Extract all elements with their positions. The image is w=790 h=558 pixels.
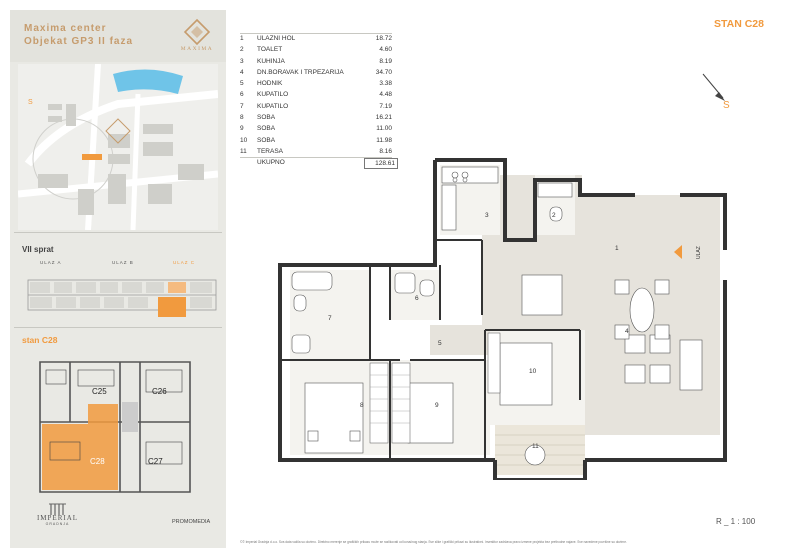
- entry-c-label: ULAZ C: [173, 260, 196, 265]
- room-label-9: 9: [435, 402, 439, 409]
- room-name: HODNIK: [257, 80, 283, 88]
- divider: [14, 232, 222, 233]
- project-title: Maxima center Objekat GP3 II faza: [24, 22, 133, 48]
- room-name: KUPATILO: [257, 102, 289, 110]
- room-label-4: 4: [625, 328, 629, 335]
- imperial-wordmark: IMPERIAL GRADNJA: [30, 514, 85, 526]
- compass-icon: [702, 73, 725, 101]
- floor-plan: 1 2 3 4 5 6 7 8 9 10 11 ULAZ: [278, 158, 727, 480]
- project-title-line2: Objekat GP3 II faza: [24, 36, 134, 47]
- room-area: 34.70: [375, 68, 392, 76]
- room-label-3: 3: [485, 212, 489, 219]
- room-name: TERASA: [257, 147, 284, 155]
- entry-label: ULAZ: [696, 246, 702, 259]
- room-name: KUHINJA: [257, 57, 285, 65]
- room-area: 7.19: [379, 102, 392, 110]
- unit-c26-label: C26: [152, 387, 167, 396]
- room-number: 9: [240, 125, 244, 133]
- unit-c27-label: C27: [148, 457, 163, 466]
- room-number: 3: [240, 57, 244, 65]
- room-name: TOALET: [257, 46, 283, 54]
- room-area: 16.21: [375, 114, 392, 122]
- room-area: 3.38: [379, 80, 392, 88]
- unit-minimap: C25 C26 C28 C27: [39, 361, 191, 493]
- room-name: SOBA: [257, 114, 276, 122]
- total-label: UKUPNO: [257, 159, 285, 167]
- logo-wordmark: MAXIMA: [180, 46, 214, 52]
- imperial-logo-icon: [49, 503, 66, 515]
- compass-south-label: S: [723, 100, 730, 111]
- location-map: S: [18, 64, 218, 230]
- room-number: 7: [240, 102, 244, 110]
- entry-a-label: ULAZ A: [40, 260, 62, 265]
- entry-b-label: ULAZ B: [112, 260, 134, 265]
- divider: [14, 327, 222, 328]
- room-number: 4: [240, 68, 244, 76]
- room-area: 4.48: [379, 91, 392, 99]
- room-name: KUPATILO: [257, 91, 289, 99]
- building-marker: [82, 154, 102, 160]
- promomedia-label: PROMOMEDIA: [172, 519, 211, 525]
- room-area: 11.00: [376, 125, 392, 133]
- room-number: 1: [240, 35, 244, 42]
- room-label-6: 6: [415, 295, 419, 302]
- room-area: 11.98: [376, 136, 392, 144]
- room-number: 2: [240, 46, 244, 54]
- floor-label: VII sprat: [22, 245, 54, 254]
- room-name: SOBA: [257, 125, 276, 133]
- room-label-7: 7: [328, 315, 332, 322]
- room-name: SOBA: [257, 136, 276, 144]
- imperial-sub: GRADNJA: [45, 522, 70, 526]
- floor-keyplan: [27, 279, 217, 317]
- room-label-10: 10: [529, 368, 537, 375]
- room-number: 5: [240, 80, 244, 88]
- map-orientation-label: S: [28, 99, 33, 106]
- unit-c25-label: C25: [92, 387, 107, 396]
- room-name: ULAZNI HOL: [257, 35, 296, 42]
- scale-label: R _ 1 : 100: [716, 517, 756, 526]
- river-shape: [113, 69, 183, 94]
- disclaimer-footer: ©© Imperial Gradnja d.o.o. Sva data važi…: [240, 540, 627, 544]
- room-label-8: 8: [360, 402, 364, 409]
- unit-c28-label: C28: [90, 457, 105, 466]
- room-label-11: 11: [532, 443, 539, 450]
- room-number: 6: [240, 91, 244, 99]
- room-label-2: 2: [552, 212, 556, 219]
- room-number: 11: [240, 147, 247, 155]
- unit-label: stan C28: [22, 335, 58, 345]
- unit-highlight: [158, 297, 186, 317]
- entry-arrow-icon: [674, 245, 682, 259]
- room-name: DN.BORAVAK I TRPEZARIJA: [257, 68, 344, 76]
- room-number: 10: [240, 136, 248, 144]
- room-area: 8.19: [379, 57, 392, 65]
- total-area: 128.61: [364, 158, 398, 170]
- maxima-logo-icon: [183, 18, 211, 46]
- imperial-name: IMPERIAL: [36, 514, 79, 522]
- project-title-line1: Maxima center: [24, 23, 107, 34]
- room-label-5: 5: [438, 340, 442, 347]
- room-area: 8.16: [379, 147, 392, 155]
- room-label-1: 1: [615, 245, 619, 252]
- room-number: 8: [240, 114, 244, 122]
- unit-title: STAN C28: [714, 18, 764, 30]
- room-area: 18.72: [375, 35, 392, 42]
- room-area: 4.60: [379, 46, 392, 54]
